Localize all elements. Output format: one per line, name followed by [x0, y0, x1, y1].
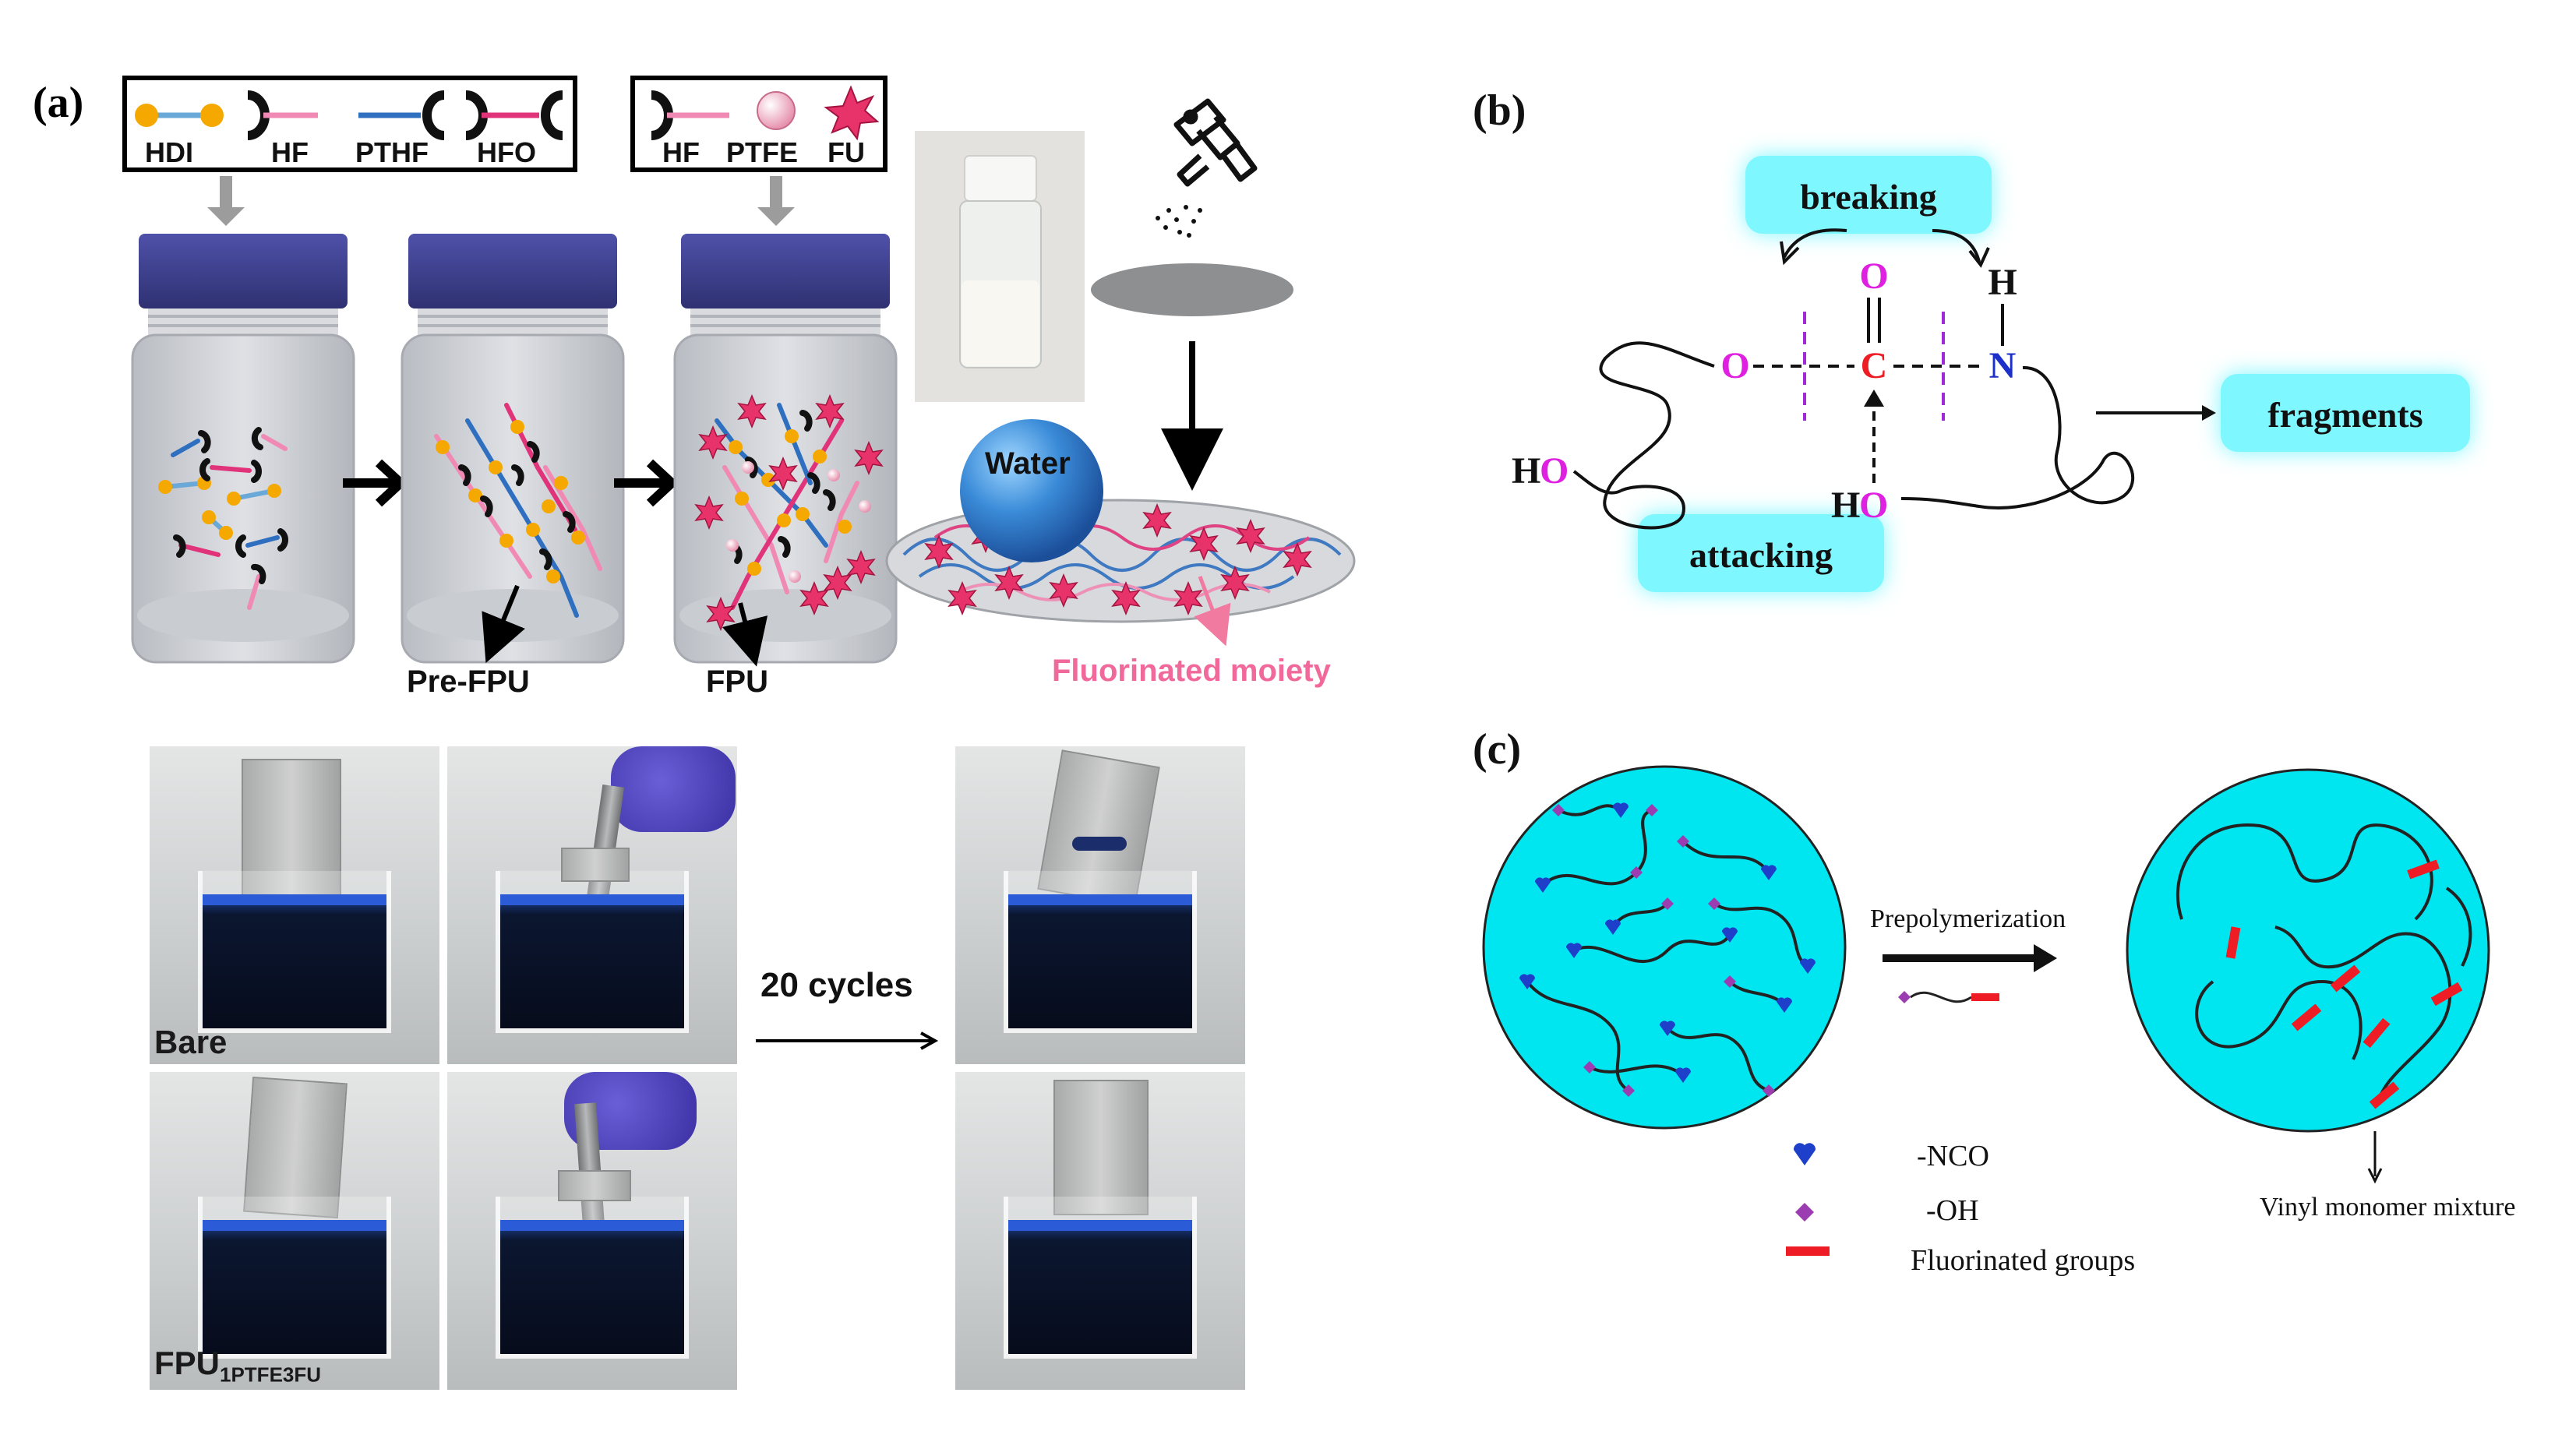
- photo-bare-before: Bare: [150, 746, 439, 1064]
- legend2-fu: FU: [827, 136, 865, 168]
- bare-label: Bare: [154, 1024, 228, 1060]
- attacking-label: attacking: [1689, 535, 1833, 575]
- vial-photo: [915, 131, 1085, 402]
- pthf-hook-icon: [422, 90, 445, 140]
- down-arrow-2: [757, 176, 795, 226]
- atom-o-carbonyl: O: [1859, 256, 1888, 297]
- atom-o-ester: O: [1720, 345, 1749, 386]
- panel-a-label: (a): [33, 79, 83, 127]
- legend-hfo: HFO: [477, 136, 536, 168]
- panel-c-label: (c): [1473, 725, 1521, 774]
- legend-hdi: HDI: [145, 136, 193, 168]
- oh-icon: [1795, 1203, 1814, 1222]
- ho-left-h: H: [1512, 450, 1540, 492]
- photo-fpu-after: [955, 1072, 1245, 1390]
- cycles-label: 20 cycles: [760, 966, 913, 1004]
- atom-c: C: [1861, 345, 1888, 386]
- legend2-ptfe: PTFE: [726, 136, 798, 168]
- coated-disk: [885, 419, 1356, 623]
- spray-gun-icon: [1156, 98, 1258, 238]
- photo-fpu-before: FPU1PTFE3FU: [150, 1072, 439, 1390]
- nco-icon: [1793, 1143, 1816, 1165]
- fluorinated-pointer: [1194, 576, 1231, 647]
- photo-bare-after: [955, 746, 1245, 1064]
- prepolymer-circle-right: [2126, 768, 2490, 1133]
- jar-1: [131, 234, 355, 664]
- panel-b-label: (b): [1473, 86, 1526, 135]
- glove-icon: [611, 746, 736, 832]
- jar-3-network: [694, 394, 884, 631]
- substrate-plate: [1091, 263, 1293, 316]
- water-droplet: [960, 419, 1103, 562]
- pre-fpu-pointer: [482, 584, 525, 664]
- legend-fluorinated: Fluorinated groups: [1911, 1244, 2135, 1277]
- legend-hf: HF: [271, 136, 309, 168]
- fluorinated-moiety-label: Fluorinated moiety: [1052, 654, 1332, 688]
- ptfe-sphere-icon: [757, 91, 796, 130]
- hdi-end-icon: [200, 104, 224, 127]
- photo-fpu-dipped: [447, 1072, 737, 1390]
- panel-b: (b) breaking attacking fragments O C O N…: [1473, 86, 2470, 592]
- fpu-pointer: [722, 602, 768, 667]
- fpu-label: FPU: [706, 665, 768, 699]
- step-arrow-1: [343, 459, 408, 507]
- ho-bottom-o: O: [1859, 485, 1888, 526]
- fu-star-icon: [824, 85, 880, 141]
- fluorinated-group-icon: [1786, 1246, 1830, 1256]
- jar-2-chains: [434, 403, 602, 618]
- prepolymer-circle-left: [1482, 765, 1847, 1130]
- ho-left-o: O: [1540, 450, 1569, 492]
- ho-bottom-h: H: [1831, 485, 1860, 526]
- legend-oh: -OH: [1926, 1194, 1979, 1227]
- atom-h-amine: H: [1988, 262, 2017, 303]
- jar-1-molecules: [158, 427, 288, 610]
- pre-fpu-label: Pre-FPU: [407, 665, 530, 699]
- hdi-end-icon: [135, 104, 158, 127]
- cycles-arrow: [756, 1031, 939, 1050]
- legend-pthf: PTHF: [355, 136, 429, 168]
- legend-box-1: HDI HF PTHF HFO: [122, 76, 577, 172]
- step-arrow-2: [614, 459, 679, 507]
- fpu-sample-label: FPU1PTFE3FU: [154, 1344, 322, 1386]
- prepolymer-chain-icon: [1898, 991, 1999, 1003]
- vinyl-label: Vinyl monomer mixture: [2260, 1193, 2515, 1222]
- water-label: Water: [985, 446, 1071, 481]
- legend-nco: -NCO: [1917, 1140, 1989, 1172]
- prepolymerization-label: Prepolymerization: [1870, 904, 2066, 933]
- panel-c-legend: -NCO -OH Fluorinated groups: [1786, 1140, 2135, 1277]
- down-arrow-1: [207, 176, 245, 226]
- photo-bare-dipped: [447, 746, 737, 1064]
- atom-n: N: [1989, 345, 2017, 386]
- fragments-label: fragments: [2267, 395, 2422, 435]
- legend-box-2: HF PTFE FU: [630, 76, 887, 172]
- legend2-hf: HF: [662, 136, 700, 168]
- breaking-label: breaking: [1800, 177, 1937, 217]
- panel-c: (c) Prepolymeri: [1473, 725, 2515, 1277]
